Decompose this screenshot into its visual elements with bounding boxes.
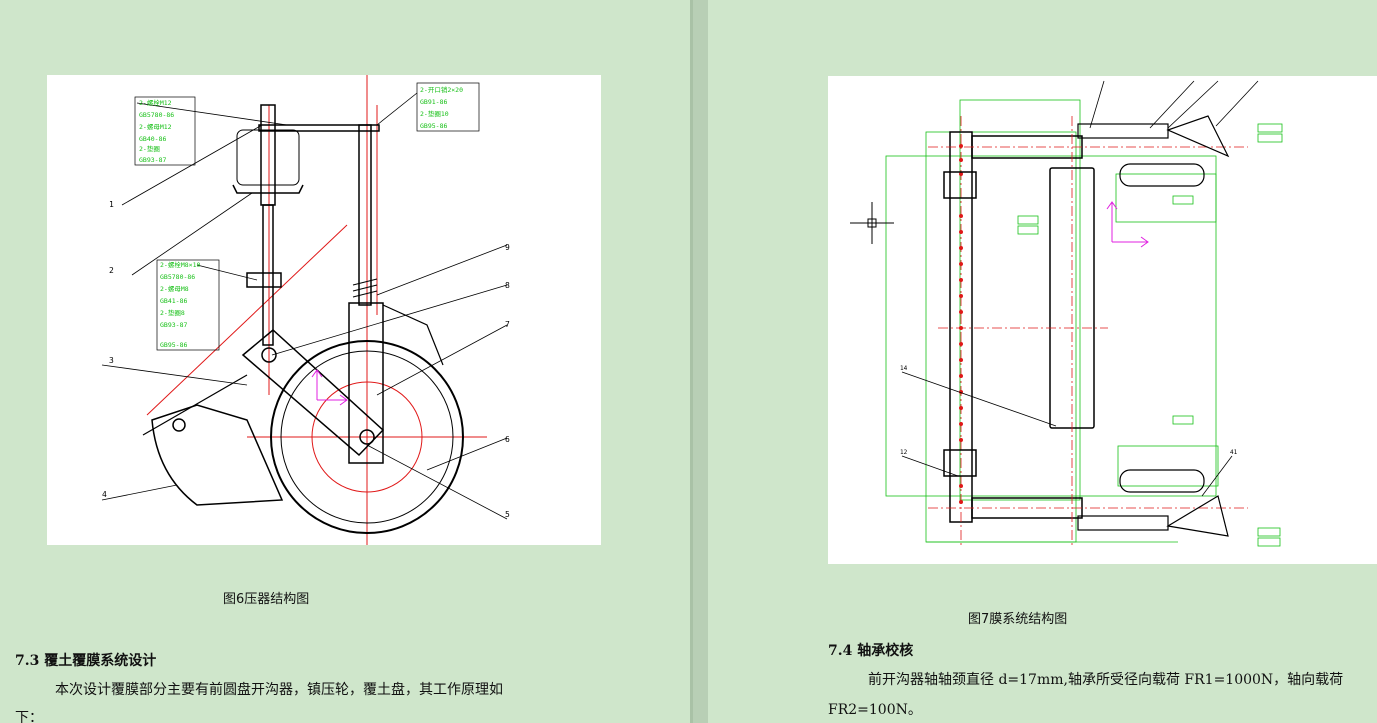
- part-number-labels: 14 12 41: [900, 365, 1238, 456]
- part-number: 5: [505, 510, 510, 519]
- paragraph-line: 本次设计覆膜部分主要有前圆盘开沟器，镇压轮，覆土盘，其工作原理如: [55, 682, 503, 698]
- right-page: 14 12 41 图7膜系统结构图 7.4 轴承校核 前开沟器轴轴颈直径 d=1…: [708, 0, 1377, 723]
- tag-label: 2-螺栓M8×10: [160, 260, 200, 269]
- paragraph-line: FR2=100N。: [828, 702, 922, 718]
- part-tag-labels: 2-螺栓M12 GB5780-86 2-螺母M12 GB40-86 2-垫圈 G…: [139, 85, 463, 349]
- page-gutter-shade: [690, 0, 693, 723]
- tag-label: 2-垫圈: [139, 144, 160, 153]
- section-heading-7-3: 7.3 覆土覆膜系统设计: [15, 653, 157, 669]
- paragraph-line: 下：: [15, 710, 43, 723]
- paragraph-line: 前开沟器轴轴颈直径 d=17mm,轴承所受径向载荷 FR1=1000N，轴向载荷: [868, 672, 1344, 688]
- tag-label: 2-开口销2×20: [420, 85, 463, 94]
- part-number-labels: 1 2 3 4 5 6 7 8 9: [102, 200, 510, 519]
- part-number: 3: [109, 356, 114, 365]
- part-number: 14: [900, 365, 908, 372]
- tag-label: GB93-87: [139, 156, 166, 164]
- tag-label: GB41-86: [160, 297, 187, 305]
- tag-label: GB91-86: [420, 98, 447, 106]
- part-number: 2: [109, 266, 114, 275]
- tag-label: 2-螺母M8: [160, 284, 189, 293]
- figure-6-drawing: 2-螺栓M12 GB5780-86 2-螺母M12 GB40-86 2-垫圈 G…: [47, 75, 601, 545]
- part-number: 8: [505, 281, 510, 290]
- tag-label: 2-螺母M12: [139, 122, 172, 131]
- tag-label: 2-螺栓M12: [139, 98, 172, 107]
- part-number: 6: [505, 435, 510, 444]
- part-number: 41: [1230, 449, 1238, 456]
- part-number: 12: [900, 449, 908, 456]
- figure-7-caption: 图7膜系统结构图: [968, 612, 1068, 627]
- presser-structure-drawing: 2-螺栓M12 GB5780-86 2-螺母M12 GB40-86 2-垫圈 G…: [101, 75, 510, 545]
- part-number: 9: [505, 243, 510, 252]
- page-gutter: [690, 0, 708, 723]
- tag-label: 2-垫圈8: [160, 308, 185, 317]
- left-page: 2-螺栓M12 GB5780-86 2-螺母M12 GB40-86 2-垫圈 G…: [15, 75, 601, 723]
- part-number: 7: [505, 320, 510, 329]
- tag-label: GB5780-86: [160, 273, 195, 281]
- tag-label: GB95-86: [420, 122, 447, 130]
- tag-label: GB5780-86: [139, 111, 174, 119]
- figure-6-caption: 图6压器结构图: [223, 592, 310, 607]
- film-system-structure-drawing: 14 12 41: [850, 80, 1283, 547]
- tag-label: GB40-86: [139, 135, 166, 143]
- section-heading-7-4: 7.4 轴承校核: [828, 643, 914, 659]
- figure-7-drawing: 14 12 41: [828, 76, 1377, 564]
- tag-label: GB95-86: [160, 341, 187, 349]
- tag-label: GB93-87: [160, 321, 187, 329]
- part-number: 4: [102, 490, 107, 499]
- part-number: 1: [109, 200, 114, 209]
- tag-label: 2-垫圈10: [420, 109, 449, 118]
